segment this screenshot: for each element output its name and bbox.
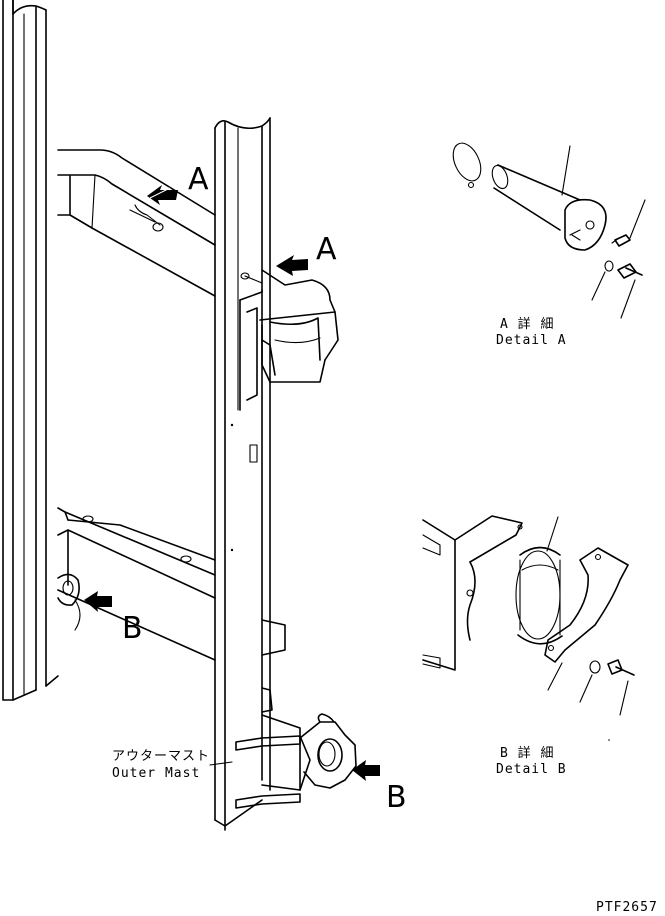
inner-mast-channel <box>214 117 271 831</box>
detail-a-title-jp: A 詳 細 <box>500 317 555 332</box>
detail-a-title-en: Detail A <box>496 333 567 348</box>
outer-mast-label-en: Outer Mast <box>112 766 201 781</box>
detail-b-title-en: Detail B <box>496 762 567 777</box>
outer-mast-label-jp: アウターマスト <box>112 749 211 764</box>
lower-crossmember <box>57 507 216 661</box>
arrow-b-right <box>352 760 380 781</box>
arrow-a-right <box>276 255 308 276</box>
arrow-b-left <box>84 591 112 612</box>
upper-bracket <box>239 269 339 411</box>
lower-mast-lugs <box>235 619 311 809</box>
lower-bracket-right <box>299 713 357 789</box>
arrow-a-upper <box>147 185 178 205</box>
detail-b-title-jp: B 詳 細 <box>500 746 555 761</box>
callout-b-left: B <box>122 611 143 646</box>
detail-b-bushing <box>422 515 635 741</box>
callout-b-right: B <box>386 780 407 815</box>
lower-bracket-left <box>57 573 80 606</box>
left-mast-rail <box>2 0 59 701</box>
detail-a-pin <box>452 142 646 319</box>
callout-a-upper: A <box>188 162 209 197</box>
upper-crossmember <box>57 149 216 297</box>
drawing-code: PTF2657 <box>596 900 658 915</box>
callout-a-right: A <box>316 232 337 267</box>
mast-leader <box>209 761 233 766</box>
